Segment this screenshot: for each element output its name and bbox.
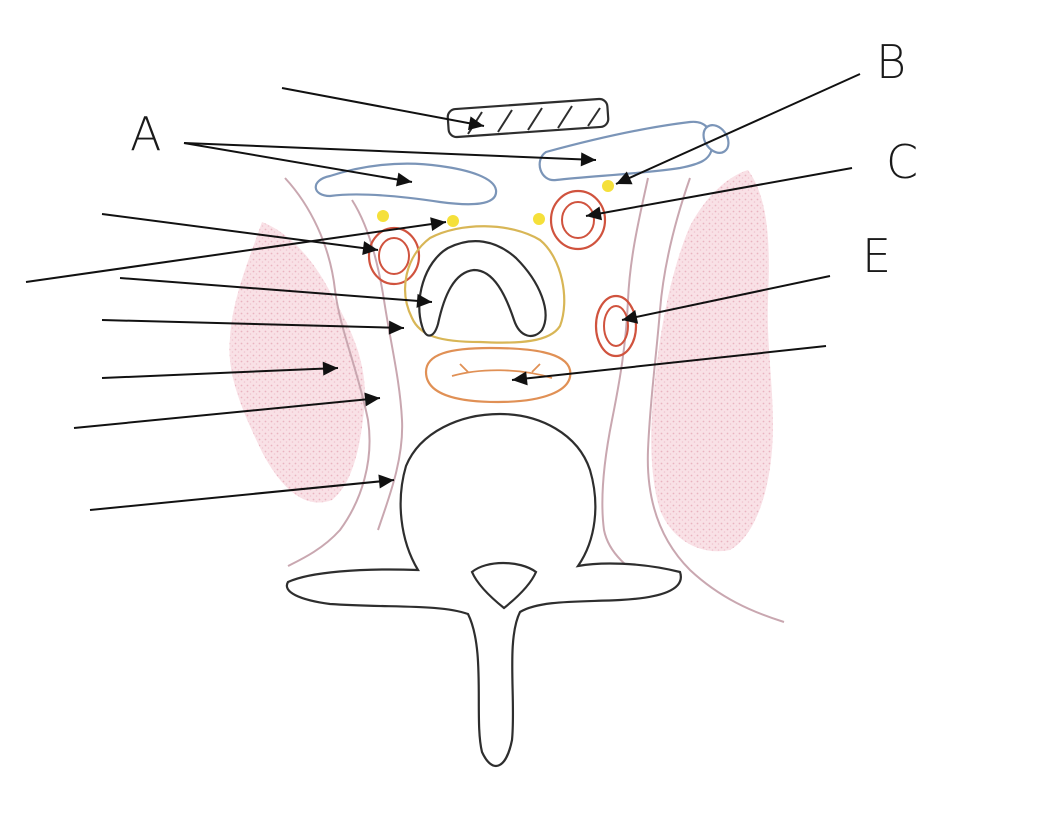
arrow-to-nerve-dot-head	[430, 217, 446, 232]
nerve-dot-1	[377, 210, 389, 222]
arrow-a-to-left-vein-head	[396, 172, 412, 187]
trachea-ring	[418, 240, 547, 338]
label-a: A	[130, 107, 161, 161]
arrow-to-oesophagus-head	[512, 371, 528, 386]
arrow-a-to-right-vein-head	[580, 152, 596, 167]
arrow-to-muscle-head	[322, 361, 338, 376]
label-b: B	[876, 35, 906, 89]
arrow-a-to-right-vein-line	[183, 142, 597, 161]
leader-arrows	[25, 73, 861, 511]
arrow-to-left-artery-head	[362, 241, 378, 256]
right-upper-artery	[549, 189, 607, 251]
arrow-c-to-artery-head	[586, 206, 603, 221]
arrow-to-muscle-line	[101, 367, 339, 379]
arrow-to-vertebra-head	[378, 474, 394, 489]
nerve-dot-3	[533, 213, 545, 225]
arrow-to-trachea-head	[416, 293, 432, 308]
arrow-a-to-left-vein-line	[183, 142, 413, 183]
left-muscle-region	[229, 222, 365, 503]
arrow-to-oesophagus-line	[511, 345, 827, 381]
arrow-b-to-nerve-line	[615, 73, 861, 185]
arrow-to-thyroid-head	[388, 320, 404, 335]
nerve-dot-4	[602, 180, 614, 192]
arrow-to-thyroid-line	[101, 319, 405, 329]
oesophagus	[424, 346, 572, 404]
spinal-canal	[470, 562, 538, 610]
label-c: C	[886, 135, 918, 189]
arrow-b-to-nerve-head	[616, 171, 633, 185]
arrow-to-hyoid-bar-line	[281, 87, 485, 127]
right-vein	[538, 120, 714, 182]
left-vein	[314, 162, 498, 206]
arrow-to-vertebra-line	[89, 479, 395, 511]
right-inner-fascia-line	[601, 177, 661, 591]
arrow-c-to-artery-line	[585, 167, 853, 217]
arrow-to-hyoid-bar-head	[467, 116, 484, 131]
right-outer-fascia-line	[646, 177, 785, 623]
arrow-to-left-artery-line	[101, 213, 379, 251]
left-artery	[367, 226, 421, 286]
arrow-to-nerve-dot-line	[25, 221, 447, 283]
right-lower-artery	[594, 294, 638, 358]
arrow-to-trachea-line	[119, 277, 433, 303]
arrow-to-fascia-line	[73, 397, 381, 429]
arrow-e-to-artery-line	[621, 275, 831, 321]
arrow-to-fascia-head	[364, 392, 380, 407]
nerve-dot-2	[447, 215, 459, 227]
right-muscle-region	[651, 170, 773, 552]
label-e: E	[862, 229, 891, 283]
thyroid-outline	[404, 225, 566, 344]
arrow-e-to-artery-head	[622, 310, 639, 324]
